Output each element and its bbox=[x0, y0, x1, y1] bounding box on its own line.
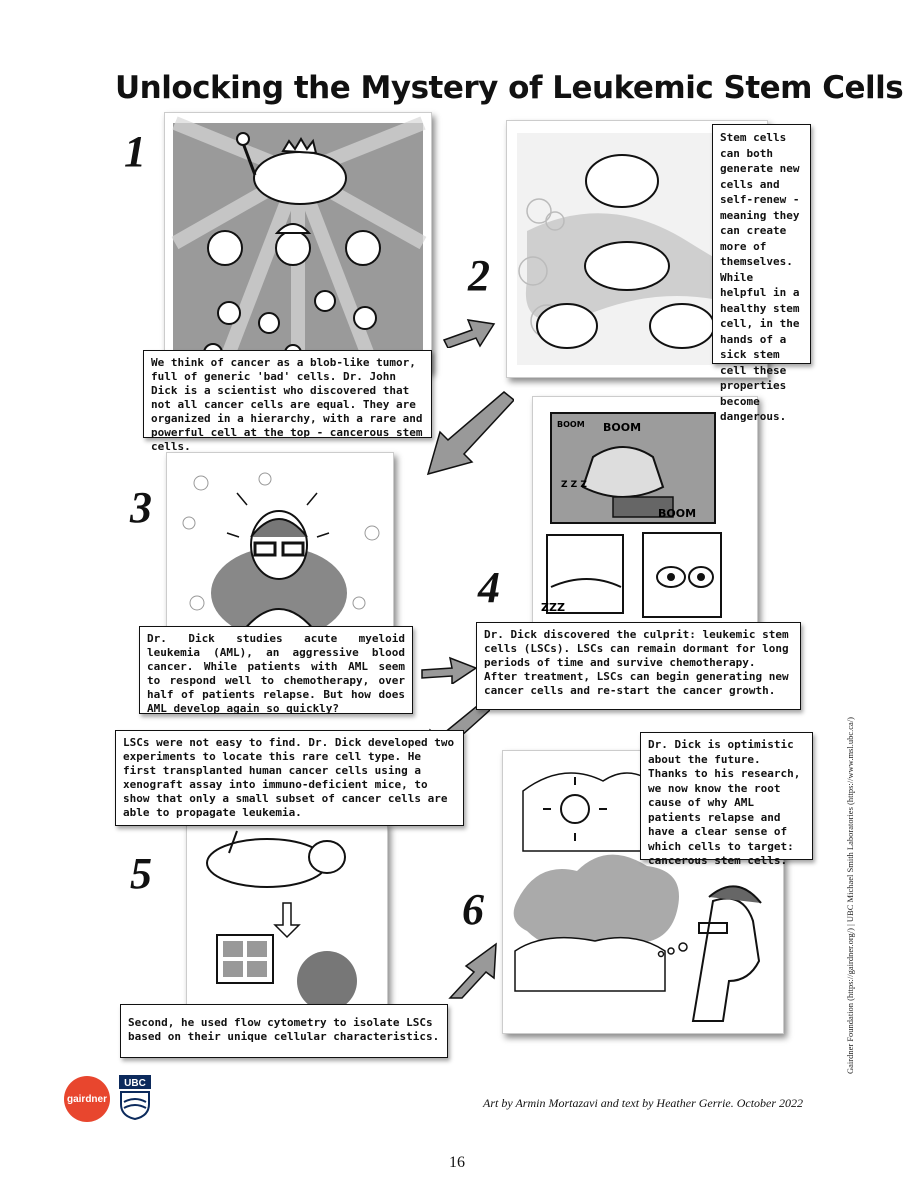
dr-dick-portrait-drawing bbox=[182, 472, 380, 639]
aml-term: acute myeloid leukemia bbox=[147, 632, 405, 659]
panel-5-caption-2-text-a: Second, he used bbox=[128, 1016, 234, 1029]
arrow-1-to-2 bbox=[442, 319, 496, 348]
panel-2-caption: Stem cells can both generate new cells a… bbox=[712, 124, 811, 423]
panel-3-caption-text-b: (AML), an aggressive blood cancer. While… bbox=[147, 646, 405, 715]
xenograft-term: xenograft assay bbox=[123, 778, 223, 791]
ubc-logo-text: UBC bbox=[124, 1078, 146, 1089]
panel-number-6: 6 bbox=[462, 885, 484, 934]
page-number: 16 bbox=[449, 1154, 465, 1171]
lsc-term: leukemic stem cells bbox=[484, 628, 789, 655]
xenograft-mouse-drawing bbox=[206, 830, 357, 1011]
arrow-3-to-4 bbox=[421, 656, 478, 684]
panel-number-1: 1 bbox=[124, 127, 146, 176]
panel-3-caption-text-a: Dr. Dick studies bbox=[147, 632, 305, 645]
panel-6-caption: Dr. Dick is optimistic about the future.… bbox=[640, 732, 813, 867]
panel-5-illustration bbox=[186, 822, 388, 1014]
panel-number-3: 3 bbox=[130, 483, 152, 532]
panel-1-caption: We think of cancer as a blob-like tumor,… bbox=[143, 350, 432, 453]
panel-2-caption-text: Stem cells can both generate new cells a… bbox=[720, 131, 800, 423]
zzz-text-2: ZZZ bbox=[541, 601, 565, 614]
boom-text-2: BOOM bbox=[603, 421, 641, 434]
panel-5-caption-2: Second, he used flow cytometry to isolat… bbox=[120, 1004, 448, 1058]
panel-1-illustration bbox=[164, 112, 432, 372]
sidebar-attribution: Gairdner Foundation (https://gairdner.or… bbox=[845, 717, 855, 1074]
panel-number-4: 4 bbox=[478, 563, 500, 612]
panel-4-caption-text-a: Dr. Dick discovered the culprit: bbox=[484, 628, 703, 641]
panel-3-caption: Dr. Dick studies acute myeloid leukemia … bbox=[139, 626, 413, 715]
panel-6-caption-text: Dr. Dick is optimistic about the future.… bbox=[648, 738, 801, 867]
panel-3-illustration bbox=[166, 452, 394, 640]
panel-5-caption: LSCs were not easy to find. Dr. Dick dev… bbox=[115, 730, 464, 826]
boom-text-3: BOOM bbox=[658, 507, 696, 520]
panel-number-5: 5 bbox=[130, 849, 152, 898]
boom-text-1: BOOM bbox=[557, 420, 585, 429]
panel-4-caption: Dr. Dick discovered the culprit: leukemi… bbox=[476, 622, 801, 710]
panel-1-caption-text: We think of cancer as a blob-like tumor,… bbox=[151, 356, 423, 453]
page-title: Unlocking the Mystery of Leukemic Stem C… bbox=[115, 70, 904, 106]
panel-5-caption-2-text-b: to isolate LSCs based on their unique ce… bbox=[128, 1016, 440, 1043]
flow-cytometry-term: flow cytometry bbox=[233, 1016, 327, 1029]
art-credit: Art by Armin Mortazavi and text by Heath… bbox=[483, 1096, 804, 1110]
arrow-5-to-6 bbox=[448, 942, 497, 999]
cancer-hierarchy-drawing bbox=[171, 116, 427, 366]
panel-5-caption-text-b: into immuno-deficient mice, to show that… bbox=[123, 778, 448, 819]
gairdner-logo: gairdner bbox=[64, 1076, 110, 1122]
panel-2-illustration bbox=[506, 120, 768, 378]
zzz-text: Z Z Z bbox=[561, 480, 587, 490]
panel-4-caption-text-b: (LSCs). LSCs can remain dormant for long… bbox=[484, 642, 789, 697]
ubc-logo: UBC bbox=[119, 1075, 151, 1120]
future-outlook-drawing bbox=[513, 772, 762, 1022]
panel-4-illustration: BOOM BOOM BOOM Z Z Z ZZZ bbox=[532, 396, 758, 636]
panel-5-caption-text-a: LSCs were not easy to find. Dr. Dick dev… bbox=[123, 736, 455, 777]
panel-number-2: 2 bbox=[468, 251, 490, 300]
dormant-lsc-drawing: BOOM BOOM BOOM Z Z Z ZZZ bbox=[541, 412, 722, 618]
arrow-2-to-3 bbox=[426, 391, 514, 476]
